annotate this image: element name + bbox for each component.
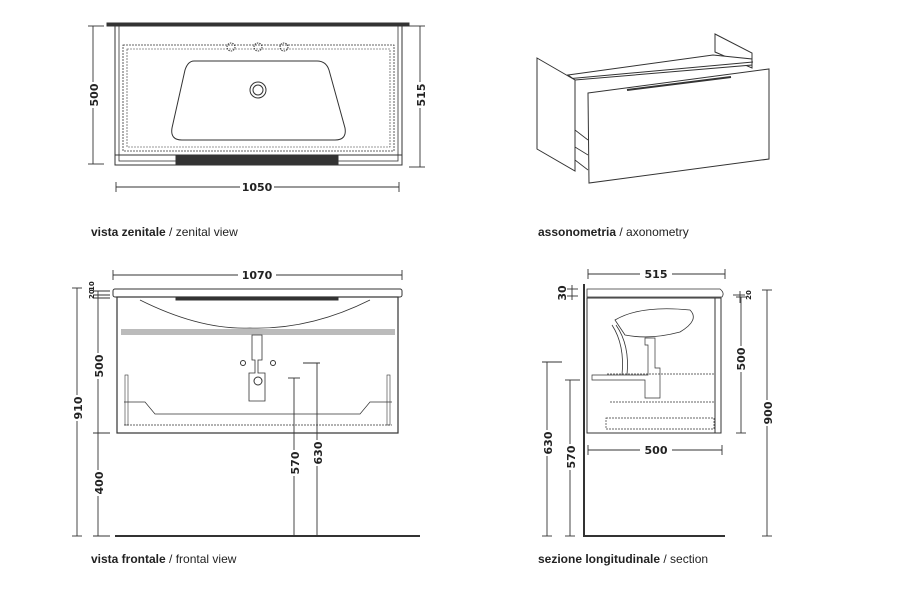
caption-separator: / <box>660 552 671 566</box>
section-drain-a-label: 630 <box>542 431 555 454</box>
zenital-drawer-handle <box>175 154 339 165</box>
frontal-caption: vista frontale / frontal view <box>91 552 236 566</box>
frontal-dimensions <box>72 270 403 537</box>
frontal-cabinet-height-label: 500 <box>93 354 106 377</box>
axonometry-caption: assonometria / axonometry <box>538 225 689 239</box>
zenital-view-drawing <box>106 22 410 166</box>
frontal-drain-a-label: 570 <box>289 451 302 474</box>
axonometry-drawing <box>536 33 770 184</box>
section-caption: sezione longitudinale / section <box>538 552 708 566</box>
zenital-caption: vista zenitale / zenital view <box>91 225 238 239</box>
frontal-cabinet-outline <box>116 296 399 434</box>
drain-icon <box>249 81 267 99</box>
section-cabinet-height-label: 500 <box>735 347 748 370</box>
section-cabinet-outline <box>586 297 722 434</box>
section-caption-it: sezione longitudinale <box>538 552 661 566</box>
section-inner-depth-label: 500 <box>645 444 668 457</box>
axonometry-caption-en: axonometry <box>626 225 689 239</box>
frontal-caption-en: frontal view <box>175 552 237 566</box>
frontal-caption-it: vista frontale <box>91 552 166 566</box>
section-countertop <box>586 288 724 298</box>
section-siphon <box>591 337 661 399</box>
frontal-drain-b-label: 630 <box>312 441 325 464</box>
axonometry-side-panel <box>536 57 576 172</box>
frontal-width-label: 1070 <box>242 269 273 282</box>
section-total-height-label: 900 <box>762 401 775 424</box>
frontal-basin <box>139 299 371 329</box>
caption-separator: / <box>616 225 627 239</box>
section-top-right-label: 20 <box>745 290 753 300</box>
section-view-drawing <box>583 284 725 537</box>
zenital-caption-en: zenital view <box>175 225 238 239</box>
section-top-label: 30 <box>556 285 569 301</box>
frontal-view-drawing <box>112 288 420 537</box>
zenital-width-label: 1050 <box>242 181 273 194</box>
frontal-countertop <box>112 288 403 298</box>
frontal-siphon <box>248 334 266 402</box>
axonometry-caption-it: assonometria <box>538 225 617 239</box>
basin-outline <box>171 60 346 141</box>
axonometry-drawer-front <box>587 68 770 184</box>
section-basin <box>614 308 694 338</box>
section-depth-label: 515 <box>645 268 668 281</box>
caption-separator: / <box>165 225 176 239</box>
zenital-depth-right-label: 515 <box>415 84 428 107</box>
frontal-total-height-label: 910 <box>72 396 85 419</box>
frontal-top-b-label: 10 <box>88 281 96 291</box>
frontal-top-a-label: 20 <box>88 289 96 299</box>
zenital-caption-it: vista zenitale <box>91 225 166 239</box>
frontal-floor-gap-label: 400 <box>93 471 106 494</box>
caption-separator: / <box>165 552 176 566</box>
zenital-depth-left-label: 500 <box>88 83 101 106</box>
section-drain-b-label: 570 <box>565 445 578 468</box>
section-caption-en: section <box>670 552 709 566</box>
zenital-cabinet-outline <box>114 25 403 166</box>
